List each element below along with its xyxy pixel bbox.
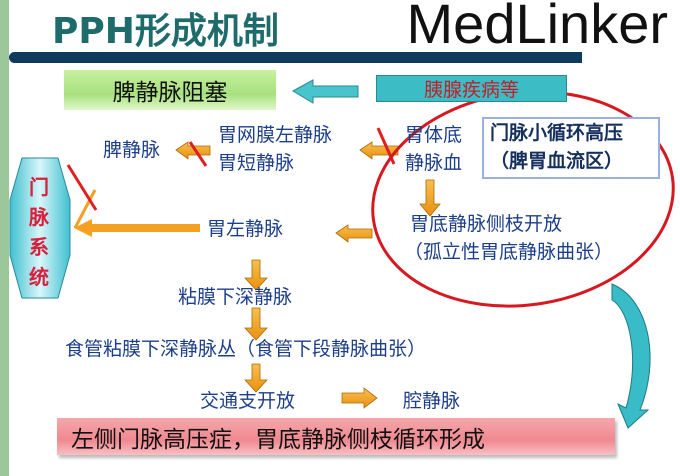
orange-slant-line <box>73 189 97 229</box>
arrow-down-1 <box>244 259 268 291</box>
node-fundus-1: 胃体底 <box>405 124 463 146</box>
arrow-to-left-gastric <box>335 224 373 243</box>
slide-title: PPH形成机制 <box>52 11 279 52</box>
node-submucosal: 粘膜下深静脉 <box>178 286 293 308</box>
arrow-to-portal-system <box>74 219 200 237</box>
node-splenic-vein: 脾静脉 <box>103 139 161 161</box>
cyan-left-arrow <box>291 79 359 104</box>
cross-mark <box>188 141 208 167</box>
node-vena-cava: 腔静脉 <box>403 390 461 412</box>
hyper-line2: （脾胃血流区） <box>490 150 624 172</box>
portal-system-label: 门脉系统 <box>29 175 49 289</box>
left-accent-bar <box>0 0 9 476</box>
node-collateral-2: （孤立性胃底静脉曲张） <box>404 241 614 263</box>
hyper-line1: 门脉小循环高压 <box>490 122 624 144</box>
node-communicating: 交通支开放 <box>200 390 296 412</box>
red-highlight-circle <box>371 90 675 308</box>
title-divider <box>9 52 582 63</box>
splenic-obstruction-box: 脾静脉阻塞 <box>64 70 276 110</box>
arrow-to-splenic-vein <box>175 141 211 160</box>
arrow-down-2 <box>244 307 268 341</box>
arrow-down-3 <box>244 363 268 393</box>
cross-mark <box>66 164 98 211</box>
arrow-down-fundus <box>419 179 441 217</box>
teal-curved-arrow <box>611 283 651 429</box>
conclusion-banner: 左侧门脉高压症，胃底静脉侧枝循环形成 <box>57 418 615 455</box>
arrow-to-vena-cava <box>341 387 378 409</box>
node-gastroepiploic: 胃网膜左静脉 <box>218 124 333 146</box>
node-left-gastric: 胃左静脉 <box>207 218 284 240</box>
node-collateral-1: 胃底静脉侧枝开放 <box>410 213 563 235</box>
node-short-gastric: 胃短静脉 <box>218 152 295 174</box>
node-fundus-2: 静脉血 <box>405 152 463 174</box>
watermark: MedLinker <box>406 0 668 55</box>
portal-system-hexagon <box>9 157 71 299</box>
portal-hypertension-box: 门脉小循环高压 （脾胃血流区） <box>482 117 660 179</box>
pancreatic-disease-box: 胰腺疾病等 <box>376 75 567 102</box>
node-esophageal: 食管粘膜下深静脉丛（食管下段静脉曲张） <box>65 338 427 360</box>
